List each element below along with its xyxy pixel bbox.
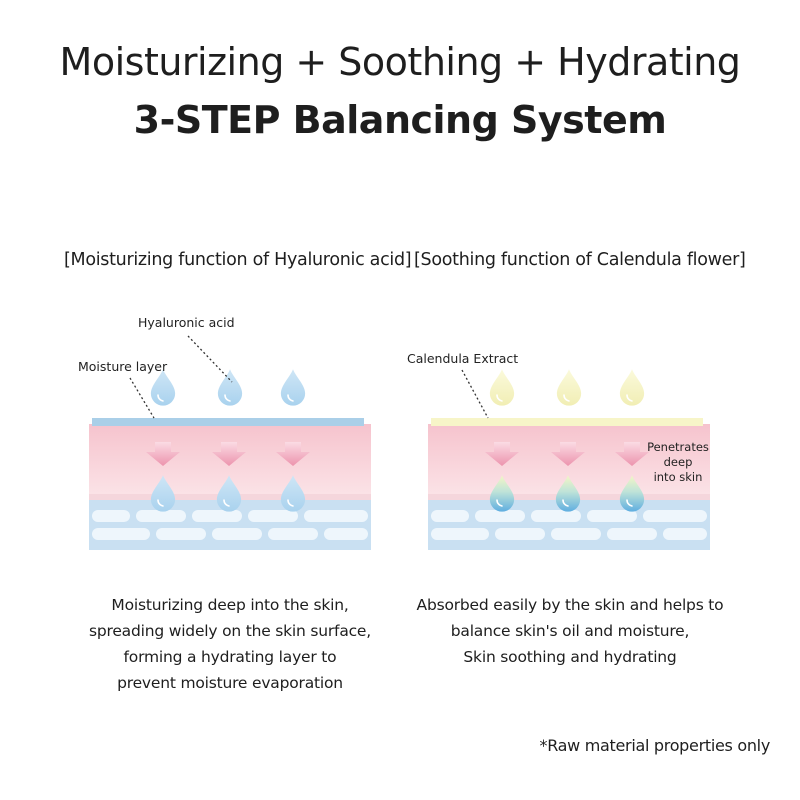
right-skin-cells bbox=[431, 510, 707, 540]
left-panel-heading: [Moisturizing function of Hyaluronic aci… bbox=[64, 250, 412, 270]
down-arrow-icon bbox=[276, 442, 310, 466]
calendula-extract-label: Calendula Extract bbox=[407, 351, 518, 366]
title-line-2: 3-STEP Balancing System bbox=[133, 98, 667, 142]
calendula-leader-line bbox=[461, 369, 489, 419]
calendula-layer bbox=[431, 418, 703, 426]
hyaluronic-acid-label: Hyaluronic acid bbox=[138, 315, 235, 330]
left-penetration-arrows bbox=[146, 442, 310, 466]
moisture-leader-line bbox=[129, 377, 155, 419]
title-line-1: Moisturizing + Soothing + Hydrating bbox=[59, 40, 741, 84]
right-panel-heading: [Soothing function of Calendula flower] bbox=[414, 250, 746, 270]
hyaluronic-leader-line bbox=[187, 335, 233, 383]
down-arrow-icon bbox=[212, 442, 246, 466]
footnote: *Raw material properties only bbox=[539, 736, 771, 755]
down-arrow-icon bbox=[485, 442, 519, 466]
left-diagram bbox=[89, 335, 371, 550]
left-skin-cells bbox=[92, 510, 368, 540]
right-penetration-arrows bbox=[485, 442, 649, 466]
right-diagram bbox=[428, 369, 710, 550]
right-description-line: Absorbed easily by the skin and helps to bbox=[416, 596, 724, 614]
left-description-line: spreading widely on the skin surface, bbox=[89, 622, 371, 640]
down-arrow-icon bbox=[551, 442, 585, 466]
penetrates-label-line-2: deep bbox=[664, 455, 693, 469]
left-description-line: Moisturizing deep into the skin, bbox=[111, 596, 349, 614]
left-description-line: prevent moisture evaporation bbox=[117, 674, 343, 692]
right-description-line: balance skin's oil and moisture, bbox=[450, 622, 690, 640]
left-description: Moisturizing deep into the skin, spreadi… bbox=[60, 592, 400, 696]
right-description-line: Skin soothing and hydrating bbox=[463, 648, 677, 666]
penetrates-label-line-3: into skin bbox=[654, 470, 703, 484]
right-description: Absorbed easily by the skin and helps to… bbox=[400, 592, 740, 670]
down-arrow-icon bbox=[615, 442, 649, 466]
left-description-line: forming a hydrating layer to bbox=[123, 648, 337, 666]
penetrates-label-line-1: Penetrates bbox=[647, 440, 709, 454]
moisture-layer-label: Moisture layer bbox=[78, 359, 168, 374]
down-arrow-icon bbox=[146, 442, 180, 466]
moisture-layer bbox=[92, 418, 364, 426]
